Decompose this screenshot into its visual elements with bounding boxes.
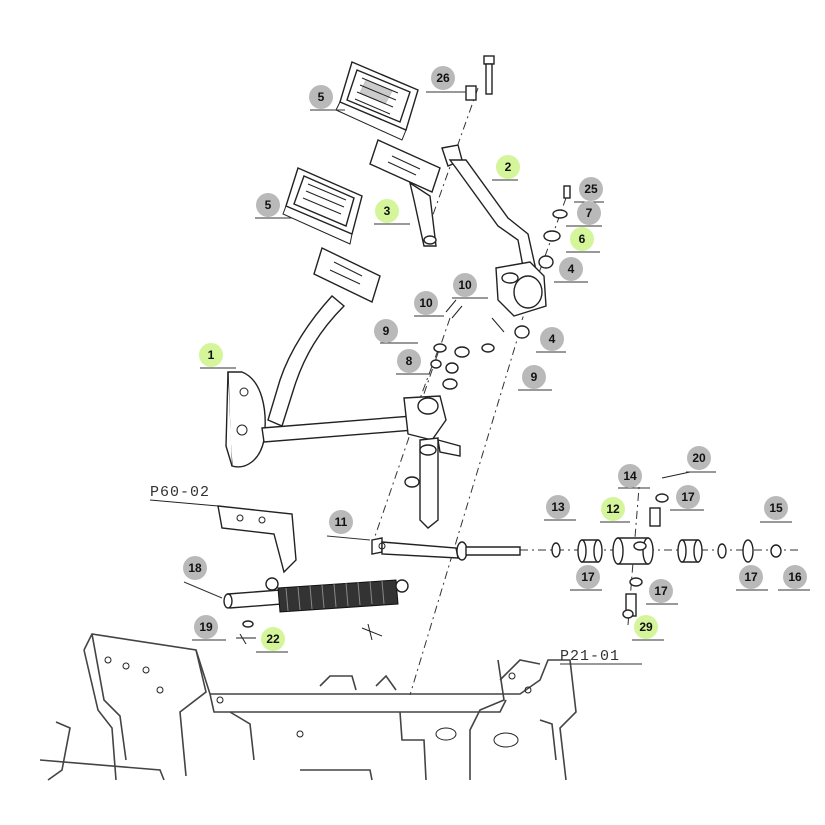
pedal-plate-3 bbox=[369, 139, 441, 247]
clutch-pedal-pad bbox=[282, 167, 363, 245]
svg-text:8: 8 bbox=[406, 354, 413, 368]
callout-29: 29 bbox=[634, 615, 658, 639]
callout-10-left: 10 bbox=[414, 291, 438, 315]
callouts: 26 5 2 25 7 5 3 6 4 10 10 4 9 1 8 9 20 1… bbox=[183, 66, 807, 651]
svg-text:4: 4 bbox=[549, 332, 556, 346]
pedal-arm-2 bbox=[441, 144, 547, 317]
callout-17-bottom: 17 bbox=[649, 579, 673, 603]
callout-5-upper: 5 bbox=[309, 85, 333, 109]
reference-p60-02: P60-02 bbox=[150, 484, 210, 501]
callout-9-left: 9 bbox=[374, 319, 398, 343]
svg-text:2: 2 bbox=[505, 160, 512, 174]
callout-14: 14 bbox=[618, 464, 642, 488]
svg-text:7: 7 bbox=[586, 206, 593, 220]
callout-25: 25 bbox=[579, 177, 603, 201]
callout-17-left: 17 bbox=[576, 565, 600, 589]
svg-text:5: 5 bbox=[265, 198, 272, 212]
reference-labels: P60-02 P21-01 bbox=[150, 484, 642, 665]
callout-2: 2 bbox=[496, 155, 520, 179]
svg-text:15: 15 bbox=[769, 501, 783, 515]
callout-18: 18 bbox=[183, 556, 207, 580]
svg-text:17: 17 bbox=[681, 490, 695, 504]
svg-text:10: 10 bbox=[419, 296, 433, 310]
callout-13: 13 bbox=[546, 495, 570, 519]
chassis-frame bbox=[39, 633, 577, 781]
cross-shaft-11 bbox=[371, 537, 521, 561]
bracket-p60-02 bbox=[149, 499, 297, 574]
callout-17-right: 17 bbox=[739, 565, 763, 589]
callout-7: 7 bbox=[577, 201, 601, 225]
callout-22: 22 bbox=[261, 627, 285, 651]
callout-12: 12 bbox=[601, 497, 625, 521]
svg-text:18: 18 bbox=[188, 561, 202, 575]
svg-text:25: 25 bbox=[584, 182, 598, 196]
right-shaft-assembly bbox=[551, 471, 782, 619]
svg-text:4: 4 bbox=[568, 262, 575, 276]
svg-text:5: 5 bbox=[318, 90, 325, 104]
pedal-plate-lower bbox=[313, 247, 381, 303]
svg-text:9: 9 bbox=[383, 324, 390, 338]
svg-text:1: 1 bbox=[208, 348, 215, 362]
callout-leaders bbox=[183, 91, 810, 653]
svg-text:12: 12 bbox=[606, 502, 620, 516]
svg-text:19: 19 bbox=[199, 620, 213, 634]
svg-text:29: 29 bbox=[639, 620, 653, 634]
pedal-arm-1 bbox=[225, 295, 461, 529]
svg-text:26: 26 bbox=[436, 71, 450, 85]
svg-text:14: 14 bbox=[623, 469, 637, 483]
svg-text:16: 16 bbox=[788, 570, 802, 584]
svg-text:6: 6 bbox=[579, 232, 586, 246]
callout-4-upper: 4 bbox=[559, 257, 583, 281]
svg-text:11: 11 bbox=[335, 515, 348, 529]
callout-19: 19 bbox=[194, 615, 218, 639]
callout-6: 6 bbox=[570, 227, 594, 251]
callout-5-middle: 5 bbox=[256, 193, 280, 217]
svg-text:17: 17 bbox=[744, 570, 758, 584]
svg-text:20: 20 bbox=[692, 451, 706, 465]
callout-26: 26 bbox=[431, 66, 455, 90]
callout-10-right: 10 bbox=[453, 273, 477, 297]
svg-text:22: 22 bbox=[266, 632, 280, 646]
callout-16: 16 bbox=[783, 565, 807, 589]
small-hardware bbox=[430, 55, 571, 390]
spring-rod-assembly bbox=[223, 577, 409, 645]
callout-4-lower: 4 bbox=[540, 327, 564, 351]
callout-8: 8 bbox=[397, 349, 421, 373]
svg-text:17: 17 bbox=[581, 570, 595, 584]
callout-20: 20 bbox=[687, 446, 711, 470]
callout-11: 11 bbox=[329, 510, 353, 534]
callout-9-right: 9 bbox=[522, 365, 546, 389]
callout-15: 15 bbox=[764, 496, 788, 520]
reference-p21-01: P21-01 bbox=[560, 648, 620, 665]
svg-text:13: 13 bbox=[551, 500, 565, 514]
callout-17-top: 17 bbox=[676, 485, 700, 509]
svg-text:10: 10 bbox=[458, 278, 472, 292]
callout-1: 1 bbox=[199, 343, 223, 367]
svg-text:17: 17 bbox=[654, 584, 668, 598]
svg-text:3: 3 bbox=[384, 204, 391, 218]
brake-pedal-pad-upper bbox=[335, 61, 419, 141]
callout-3: 3 bbox=[375, 199, 399, 223]
svg-text:9: 9 bbox=[531, 370, 538, 384]
